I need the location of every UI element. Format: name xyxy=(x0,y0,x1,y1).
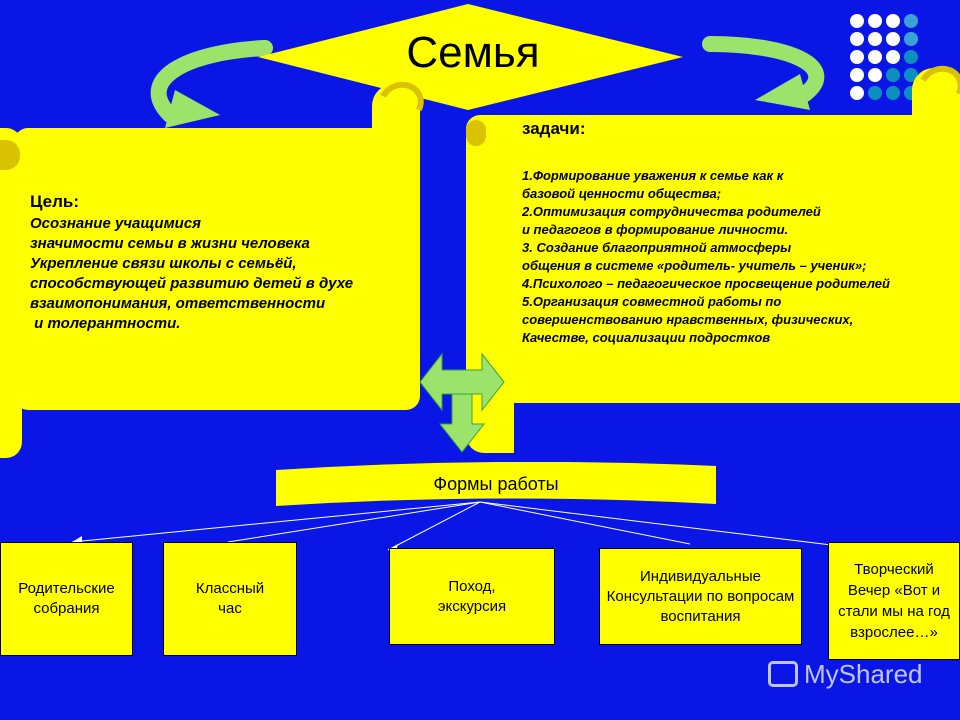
presentation-icon xyxy=(768,661,798,687)
title-diamond xyxy=(258,4,683,110)
decorative-dot xyxy=(886,32,900,46)
goal-line: способствующей развитию детей в духе xyxy=(30,275,354,292)
tasks-scroll xyxy=(500,115,960,403)
tasks-line: 5.Организация совместной работы по xyxy=(522,294,782,309)
connector-lines xyxy=(71,501,873,552)
decorative-dot xyxy=(850,32,864,46)
goal-text: Цель: Осознание учащимися значимости сем… xyxy=(30,192,440,334)
decorative-dot xyxy=(886,14,900,28)
decorative-dot xyxy=(868,68,882,82)
tasks-line: 2.Оптимизация сотрудничества родителей xyxy=(522,204,821,219)
goal-line: значимости семьи в жизни человека xyxy=(30,235,310,252)
tasks-line: 4.Психолого – педагогическое просвещение… xyxy=(522,276,890,291)
decorative-dot xyxy=(886,86,900,100)
form-creative-evening: Творческий Вечер «Вот и стали мы на год … xyxy=(828,542,960,660)
goal-line: Осознание учащимися xyxy=(30,215,202,232)
tasks-line: Качестве, социализации подростков xyxy=(522,330,771,345)
goal-scroll-curl xyxy=(372,84,420,144)
decorative-dot xyxy=(904,14,918,28)
tasks-line: 3. Создание благоприятной атмосферы xyxy=(522,240,792,255)
goal-line: взаимопонимания, ответственности xyxy=(30,295,326,312)
curved-arrow-left xyxy=(150,40,273,128)
tasks-heading: задачи: xyxy=(522,120,586,138)
form-parent-meetings: Родительские собрания xyxy=(0,542,133,656)
decorative-dot xyxy=(850,14,864,28)
decorative-dots xyxy=(850,14,950,124)
tasks-line: совершенствованию нравственных, физическ… xyxy=(522,312,854,327)
form-class-hour: Классный час xyxy=(163,542,297,656)
form-individual-consultations: Индивидуальные Консультации по вопросам … xyxy=(599,548,802,645)
tasks-text: задачи: 1.Формирование уважения к семье … xyxy=(522,120,958,347)
tasks-scroll-left-curl xyxy=(466,120,486,146)
decorative-dot xyxy=(904,32,918,46)
decorative-dot xyxy=(868,14,882,28)
decorative-dot xyxy=(868,50,882,64)
decorative-dot xyxy=(886,50,900,64)
goal-scroll-left-curl xyxy=(0,140,20,170)
decorative-dot xyxy=(850,68,864,82)
tasks-line: общения в системе «родитель- учитель – у… xyxy=(522,258,867,273)
page-title: Семья xyxy=(406,28,540,77)
tasks-line: базовой ценности общества; xyxy=(522,186,722,201)
decorative-dot xyxy=(868,32,882,46)
tasks-line: и педагогов в формирование личности. xyxy=(522,222,789,237)
goal-heading: Цель: xyxy=(30,192,79,211)
goal-line: Укрепление связи школы с семьёй, xyxy=(30,255,297,272)
goal-line: и толерантности. xyxy=(30,315,181,332)
decorative-dot xyxy=(850,50,864,64)
watermark-text: MyShared xyxy=(804,658,923,689)
decorative-dot xyxy=(850,86,864,100)
forms-banner xyxy=(276,462,716,506)
watermark: MyShared xyxy=(768,656,923,692)
curved-arrow-right xyxy=(702,36,825,110)
form-hike-excursion: Поход, экскурсия xyxy=(389,548,555,645)
decorative-dot xyxy=(886,68,900,82)
decorative-dot xyxy=(904,50,918,64)
tasks-scroll-curl xyxy=(912,68,960,128)
tasks-line: 1.Формирование уважения к семье как к xyxy=(522,168,784,183)
goal-scroll xyxy=(14,128,420,410)
decorative-dot xyxy=(868,86,882,100)
forms-title: Формы работы xyxy=(433,474,559,494)
t-arrow xyxy=(419,352,505,453)
